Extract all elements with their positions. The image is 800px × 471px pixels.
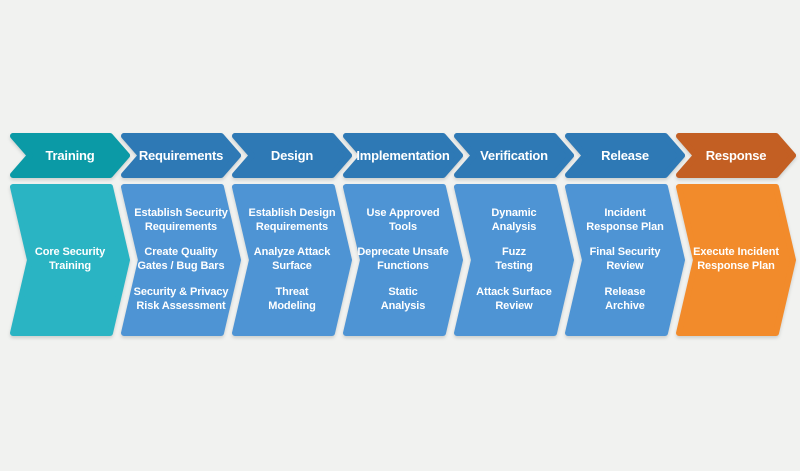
phase-column-response: Response Execute Incident Response Plan: [676, 133, 796, 336]
phase-item: Dynamic Analysis: [491, 206, 537, 233]
phase-column-requirements: Requirements Establish Security Requirem…: [121, 133, 241, 336]
phase-header-training: Training: [10, 133, 130, 178]
phase-items: Establish Security Requirements Create Q…: [121, 184, 241, 336]
phase-header-response: Response: [676, 133, 796, 178]
phase-label: Verification: [480, 148, 548, 163]
phase-label: Requirements: [138, 148, 224, 163]
chevron-header-shape: [454, 133, 574, 178]
phase-body-implementation: Use Approved Tools Deprecate Unsafe Func…: [343, 184, 463, 336]
chevron-body-shape: [676, 184, 796, 336]
phase-header-verification: Verification: [454, 133, 574, 178]
chevron-header-shape: [343, 133, 463, 178]
phase-item: Static Analysis: [380, 285, 426, 312]
phase-item: Threat Modeling: [268, 285, 316, 312]
phase-item: Security & Privacy Risk Assessment: [133, 285, 229, 312]
phase-label: Training: [45, 148, 95, 163]
chevron-header-shape: [10, 133, 130, 178]
phase-header-release: Release: [565, 133, 685, 178]
phase-label: Response: [705, 148, 767, 163]
phase-header-requirements: Requirements: [121, 133, 241, 178]
phase-item: Core Security Training: [34, 246, 106, 272]
phase-label: Design: [270, 148, 314, 163]
phase-item: Establish Design Requirements: [248, 206, 336, 233]
phase-column-release: Release Incident Response Plan Final Sec…: [565, 133, 685, 336]
phase-items: Use Approved Tools Deprecate Unsafe Func…: [343, 184, 463, 336]
chevron-header-shape: [232, 133, 352, 178]
phase-items: Incident Response Plan Final Security Re…: [565, 184, 685, 336]
phase-item: Create Quality Gates / Bug Bars: [137, 246, 225, 272]
phase-column-design: Design Establish Design Requirements Ana…: [232, 133, 352, 336]
phase-body-verification: Dynamic Analysis Fuzz Testing Attack Sur…: [454, 184, 574, 336]
phase-item: Attack Surface Review: [476, 285, 552, 312]
chevron-header-shape: [565, 133, 685, 178]
phase-body-response: Execute Incident Response Plan: [676, 184, 796, 336]
phase-item: Analyze Attack Surface: [253, 246, 331, 272]
phase-column-training: Training Core Security Training: [10, 133, 130, 336]
phase-item: Deprecate Unsafe Functions: [357, 246, 449, 272]
chevron-body-shape: [232, 184, 352, 336]
phase-body-release: Incident Response Plan Final Security Re…: [565, 184, 685, 336]
phase-column-implementation: Implementation Use Approved Tools Deprec…: [343, 133, 463, 336]
chevron-body-shape: [10, 184, 130, 336]
chevron-body-shape: [565, 184, 685, 336]
phase-items: Dynamic Analysis Fuzz Testing Attack Sur…: [454, 184, 574, 336]
phase-label: Release: [601, 148, 649, 163]
phase-body-training: Core Security Training: [10, 184, 130, 336]
phase-column-verification: Verification Dynamic Analysis Fuzz Testi…: [454, 133, 574, 336]
phase-items: Core Security Training: [10, 184, 130, 336]
chevron-body-shape: [121, 184, 241, 336]
chevron-header-shape: [676, 133, 796, 178]
phase-body-requirements: Establish Security Requirements Create Q…: [121, 184, 241, 336]
phase-item: Fuzz Testing: [495, 246, 533, 272]
phase-item: Use Approved Tools: [366, 206, 440, 233]
phase-items: Establish Design Requirements Analyze At…: [232, 184, 352, 336]
phase-header-design: Design: [232, 133, 352, 178]
chevron-body-shape: [343, 184, 463, 336]
phase-item: Execute Incident Response Plan: [693, 246, 779, 272]
chevron-body-shape: [454, 184, 574, 336]
phase-header-implementation: Implementation: [343, 133, 463, 178]
phase-item: Establish Security Requirements: [134, 206, 228, 233]
phase-label: Implementation: [356, 148, 450, 163]
phase-item: Incident Response Plan: [586, 206, 664, 233]
phase-item: Release Archive: [604, 285, 646, 312]
phase-item: Final Security Review: [589, 246, 661, 272]
phase-body-design: Establish Design Requirements Analyze At…: [232, 184, 352, 336]
phase-items: Execute Incident Response Plan: [676, 184, 796, 336]
chevron-header-shape: [121, 133, 241, 178]
